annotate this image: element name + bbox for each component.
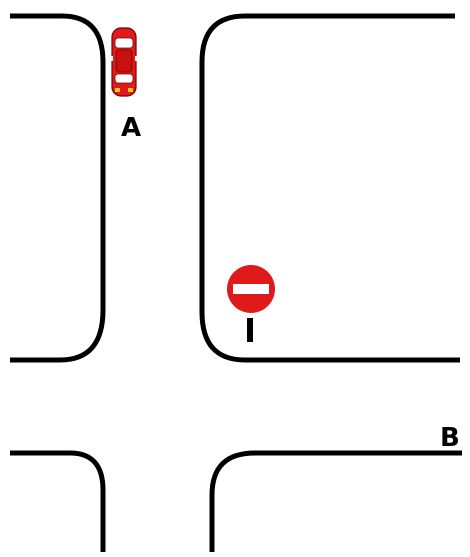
- road-edge-bottom-left-block: [10, 450, 106, 552]
- road-edge-bottom-right-block: [209, 450, 462, 552]
- sign-post: [247, 318, 253, 342]
- road-edge-top-left-block: [10, 13, 106, 363]
- no-entry-sign-icon: [227, 265, 275, 342]
- label-point-b: B: [440, 423, 460, 453]
- label-point-a: A: [121, 113, 141, 143]
- sign-bar: [233, 284, 269, 294]
- road-edge-top-right-block: [199, 13, 460, 363]
- red-car-icon: [110, 27, 138, 97]
